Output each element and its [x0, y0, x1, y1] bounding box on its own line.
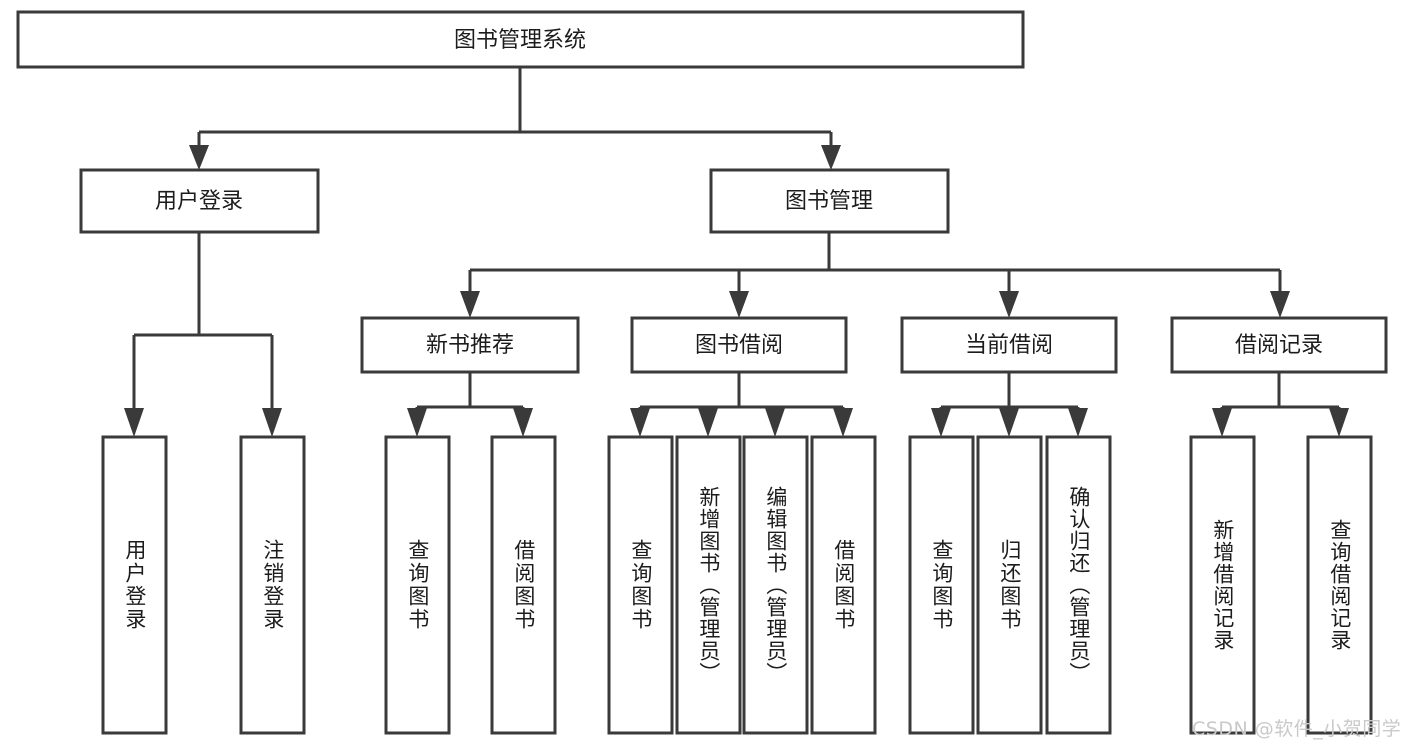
arrow-head-leaf-borrow-books-1 [513, 408, 533, 437]
node-book-management[interactable] [709, 168, 950, 234]
node-leaf-edit-book[interactable] [742, 435, 809, 735]
node-leaf-confirm-return[interactable] [1045, 435, 1112, 735]
node-leaf-add-book[interactable] [675, 435, 742, 735]
node-leaf-query-record[interactable] [1306, 435, 1373, 735]
node-leaf-query-books-1[interactable] [384, 435, 451, 735]
watermark-text: CSDN @软件_小贺同学 [1192, 718, 1402, 740]
node-leaf-user-logout[interactable] [239, 435, 306, 735]
node-root-book-management-system[interactable] [16, 10, 1025, 69]
node-leaf-borrow-books-1[interactable] [490, 435, 557, 735]
node-book-management-label: 图书管理 [785, 189, 873, 214]
arrow-head-leaf-confirm-return [1068, 408, 1088, 437]
node-current-borrow[interactable] [900, 316, 1118, 374]
arrow-head-leaf-edit-book [765, 408, 785, 437]
arrow-head-current-borrow [999, 291, 1019, 318]
node-leaf-query-books-3[interactable] [908, 435, 975, 735]
arrow-head-leaf-query-books-2 [630, 408, 650, 437]
arrow-head-leaf-return-book [999, 408, 1019, 437]
node-new-book-recommend[interactable] [360, 316, 580, 374]
node-borrow-record[interactable] [1170, 316, 1388, 374]
node-leaf-return-book[interactable] [976, 435, 1043, 735]
node-leaf-add-record[interactable] [1189, 435, 1256, 735]
arrow-head-leaf-user-logout [262, 408, 282, 437]
arrow-head-leaf-query-books-1 [407, 408, 427, 437]
node-borrow-record-label: 借阅记录 [1235, 333, 1323, 358]
arrow-head-user-login [189, 145, 209, 170]
node-book-borrow-label: 图书借阅 [695, 333, 783, 358]
arrow-head-borrow-record [1270, 291, 1290, 318]
node-user-login-label: 用户登录 [155, 189, 243, 214]
arrow-head-book-management [821, 145, 841, 170]
arrow-head-book-borrow [729, 291, 749, 318]
arrow-head-leaf-borrow-books-2 [833, 408, 853, 437]
node-leaf-query-books-2[interactable] [607, 435, 674, 735]
node-current-borrow-label: 当前借阅 [965, 333, 1053, 358]
node-root-label: 图书管理系统 [454, 28, 586, 53]
arrow-head-leaf-add-book [698, 408, 718, 437]
arrow-head-leaf-query-record [1329, 408, 1349, 437]
node-leaf-user-login[interactable] [101, 435, 168, 735]
node-new-book-recommend-label: 新书推荐 [426, 333, 514, 358]
arrow-head-leaf-user-login [124, 408, 144, 437]
arrow-head-new-book-recommend [460, 291, 480, 318]
arrow-head-leaf-query-books-3 [931, 408, 951, 437]
node-book-borrow[interactable] [630, 316, 848, 374]
node-leaf-borrow-books-2[interactable] [810, 435, 877, 735]
arrow-head-leaf-add-record [1212, 408, 1232, 437]
